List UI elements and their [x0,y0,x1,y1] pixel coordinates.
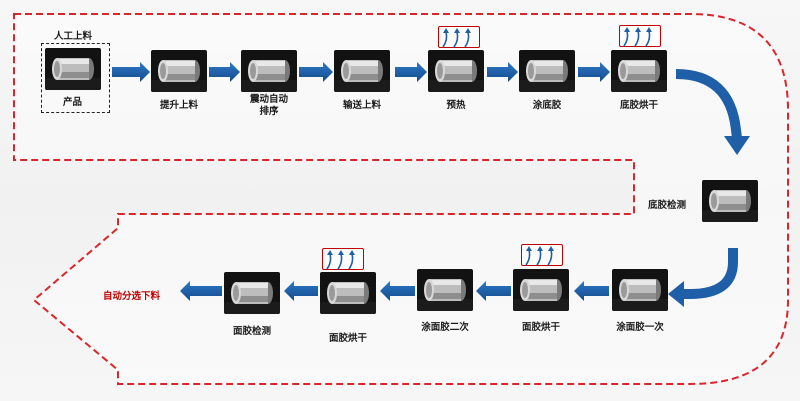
conveyor-label: 输送上料 [342,100,381,111]
topcoat-2-image [417,269,473,311]
primer-coat-image [519,50,575,92]
topcoat-inspect-image [224,272,280,314]
conveyor-image [334,50,390,92]
auto-sort-label: 自动分选下料 [103,291,161,302]
lift-image [151,50,207,92]
preheat-image [428,50,484,92]
preheat-label: 预热 [446,100,466,111]
preheat-heat-box [438,26,480,48]
lift-label: 提升上料 [159,100,198,111]
manual-input-box [41,43,110,113]
primer-dry-heat-box [619,25,661,47]
topcoat-inspect-label: 面胶检测 [232,326,271,337]
vibrate-label: 震动自动 排序 [249,94,288,117]
product-image [45,48,101,90]
topcoat-1-label: 涂面胶一次 [616,322,664,333]
product-label: 产品 [63,97,83,108]
topcoat-dry-1-label: 面胶烘干 [521,322,560,333]
primer-coat-label: 涂底胶 [532,100,562,111]
topcoat-dry-2-label: 面胶烘干 [328,333,367,344]
primer-dry-label: 底胶烘干 [619,100,658,111]
vibrate-image [241,50,297,92]
topcoat-dry-2-heat-box [322,248,364,270]
topcoat-dry-2-image [320,272,376,314]
primer-dry-image [611,50,667,92]
topcoat-1-image [612,269,668,311]
topcoat-dry-1-heat-box [521,244,563,266]
topcoat-2-label: 涂面胶二次 [421,322,469,333]
primer-inspect-image [702,180,758,222]
topcoat-dry-1-image [513,269,569,311]
primer-inspect-label: 底胶检测 [648,200,687,211]
manual-loading-label: 人工上料 [54,31,93,42]
